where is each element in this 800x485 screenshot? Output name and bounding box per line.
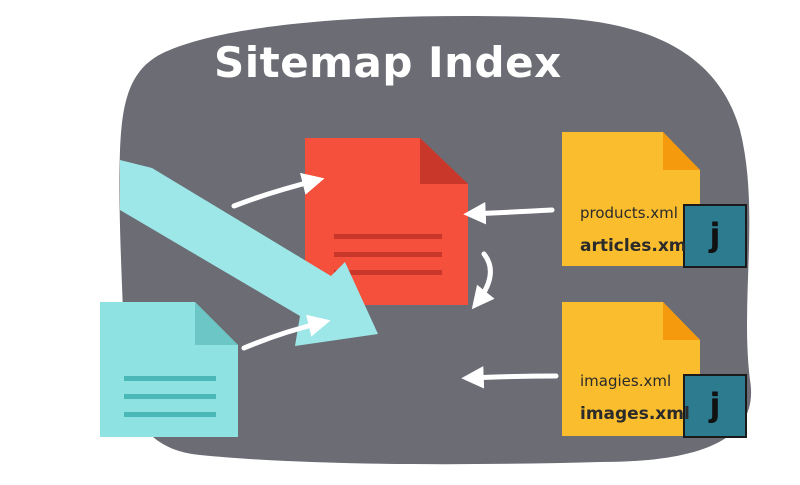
white-curved-arrow-icon <box>461 366 559 389</box>
badge-letter: j <box>709 216 721 254</box>
diagram-title: Sitemap Index <box>214 38 562 87</box>
file-label-bottom: images.xml <box>580 404 690 424</box>
white-curved-arrow-icon <box>241 314 331 351</box>
white-curved-arrow-icon <box>471 251 495 310</box>
red-sitemap-index-document-icon <box>305 138 468 305</box>
file-label-bottom: articles.xm <box>580 236 687 256</box>
file-label-top: imagies.xml <box>580 372 672 390</box>
j-badge <box>683 374 747 438</box>
white-curved-arrow-icon <box>231 172 325 209</box>
yellow-xml-document-icon <box>562 132 700 266</box>
yellow-xml-document-icon <box>562 302 700 436</box>
cyan-diagonal-arrow-icon <box>120 160 378 346</box>
j-badge <box>683 204 747 268</box>
badge-letter: j <box>709 386 721 424</box>
file-label-top: products.xml <box>580 204 678 222</box>
white-curved-arrow-icon <box>463 202 555 225</box>
cyan-sitemap-document-icon <box>100 302 238 437</box>
